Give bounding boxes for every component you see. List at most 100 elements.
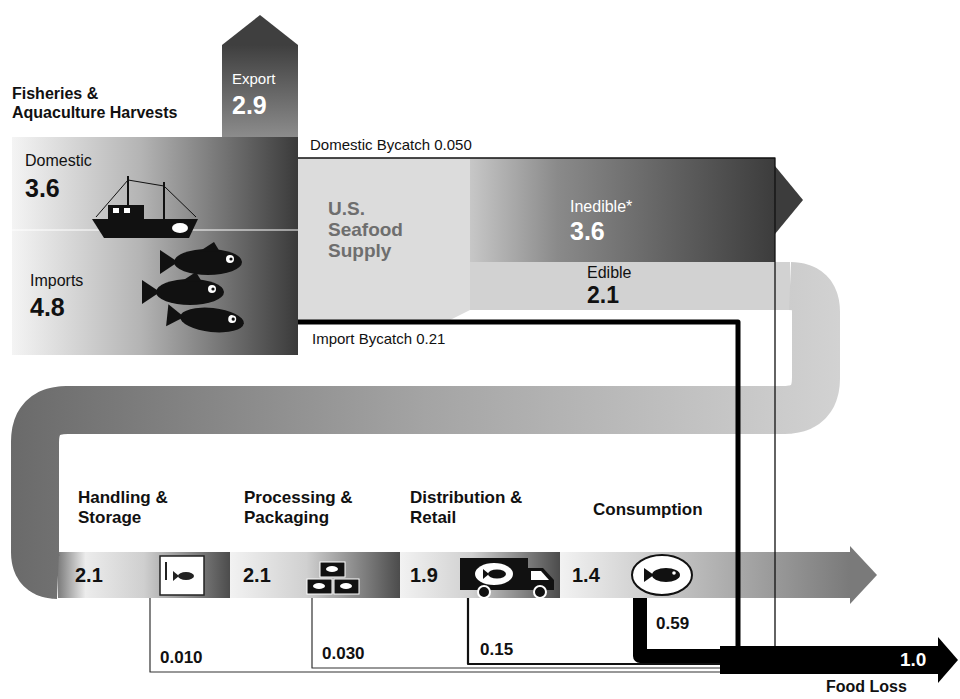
domestic-box: Domestic 3.6 (12, 137, 298, 230)
fish-body (174, 249, 242, 275)
export-arrow: Export 2.9 (222, 15, 298, 137)
harvest-block (12, 137, 298, 355)
flow-value: 3.6 (570, 217, 605, 246)
text-slot: Domestic (25, 152, 92, 170)
plate (632, 555, 692, 595)
edible-band: Edible2.1 (470, 262, 790, 310)
stage-heading: Distribution & Retail (410, 488, 540, 528)
stage-box: Distribution & Retail1.9 (400, 480, 560, 598)
truck-wheel (534, 586, 546, 598)
truck-wheel (478, 586, 490, 598)
loss-line (312, 598, 720, 668)
flow-name: Food Loss (826, 678, 907, 696)
text-slot: Processing & Packaging (244, 488, 374, 528)
inedible-arrow: Inedible*3.6 (470, 158, 803, 262)
box-emblem (313, 583, 325, 589)
bycatch-line (298, 322, 738, 646)
edible-band-fill (440, 262, 790, 310)
flow-value: 2.1 (75, 563, 103, 587)
edge-label: Domestic Bycatch 0.050 (308, 136, 474, 154)
text-slot: U.S. Seafood Supply (328, 198, 428, 261)
text-slot: 3.6 (25, 174, 60, 203)
fish-pupil (229, 257, 232, 260)
boat-rigging (96, 180, 196, 217)
stage-heading: Processing & Packaging (244, 488, 374, 528)
inedible-head (775, 166, 803, 234)
flow-name: Export (232, 70, 275, 87)
fridge-icon (160, 556, 204, 595)
boat-icon (92, 176, 198, 238)
fish-pupil (211, 287, 214, 290)
truck-icon (460, 558, 554, 598)
edge-label: 0.010 (158, 648, 205, 668)
fish-eye (228, 315, 237, 324)
food-loss-head (938, 637, 958, 683)
fish-body (652, 568, 680, 582)
fish-fin (182, 272, 202, 282)
stage-bar (400, 552, 560, 598)
fish-tail (483, 569, 489, 579)
flow-value: 2.1 (243, 563, 271, 587)
flow-value: 2.1 (587, 282, 619, 308)
flow-band (35, 286, 816, 575)
fish-tail (166, 304, 185, 328)
text-slot: Consumption (593, 500, 703, 520)
fish-eye (672, 571, 676, 575)
flow-name: Domestic (25, 152, 92, 170)
flow-value: 4.8 (30, 293, 65, 322)
stage-box: Consumption 1.4 (560, 480, 850, 598)
stage-heading: Consumption (593, 500, 703, 520)
edge-label-slot: Import Bycatch 0.21 (310, 330, 447, 348)
edge-label: Import Bycatch 0.21 (310, 330, 447, 348)
export-shaft (222, 45, 298, 137)
bycatch-line (298, 158, 775, 646)
stage-box: Processing & Packaging 2.1 (230, 480, 400, 598)
text-slot: Inedible* (570, 198, 632, 216)
flow-value: 3.6 (25, 174, 60, 203)
box-emblem (326, 566, 338, 572)
text-slot: Export (232, 70, 275, 87)
edge-label: 0.59 (654, 614, 691, 634)
flow-value: 2.9 (232, 91, 267, 120)
food-loss-shaft (720, 646, 940, 674)
flow-name: Inedible* (570, 198, 632, 216)
supply-fill (298, 158, 470, 320)
loss-line (468, 598, 720, 664)
fish-tail (173, 571, 179, 581)
edge-label-slot: 0.59 (654, 614, 691, 634)
text-slot: 2.1 (75, 563, 103, 587)
stage-box: Handling & Storage 2.1 (58, 480, 230, 598)
boxes-icon (307, 562, 359, 594)
fish-body (488, 570, 506, 579)
box (307, 579, 332, 594)
flow-value: 1.0 (900, 648, 926, 671)
edge-label-slot: Domestic Bycatch 0.050 (308, 136, 474, 154)
text-slot: Fisheries & Aquaculture Harvests (12, 84, 192, 122)
edge-label-slot: 0.010 (158, 648, 205, 668)
fish-icon (142, 242, 245, 335)
fish-body (156, 279, 224, 305)
boat-hull (92, 219, 198, 238)
box (334, 579, 359, 594)
boat-mast (163, 182, 165, 219)
boat-window (113, 208, 119, 213)
stage-heading: Handling & Storage (78, 488, 208, 528)
edge-label-slot: 0.030 (320, 644, 367, 664)
edge-label: 0.15 (478, 640, 515, 660)
fridge-body (160, 556, 204, 595)
text-slot: Edible (587, 264, 631, 282)
food-loss-arrow: 1.0Food Loss (720, 646, 940, 699)
boat-window (124, 208, 130, 213)
truck-box (460, 558, 528, 590)
inedible-shaft (440, 158, 775, 262)
band-name: U.S. Seafood Supply (328, 198, 428, 261)
loss-band (640, 598, 720, 656)
truck-emblem (475, 563, 513, 585)
fish-pupil (231, 317, 235, 321)
text-slot: 2.1 (587, 282, 619, 308)
text-slot: 1.4 (572, 563, 600, 587)
fish-eye (226, 255, 234, 263)
text-slot: 2.9 (232, 91, 267, 120)
boat-emblem (172, 223, 188, 233)
harvest-group: Fisheries & Aquaculture HarvestsDomestic… (12, 80, 298, 355)
